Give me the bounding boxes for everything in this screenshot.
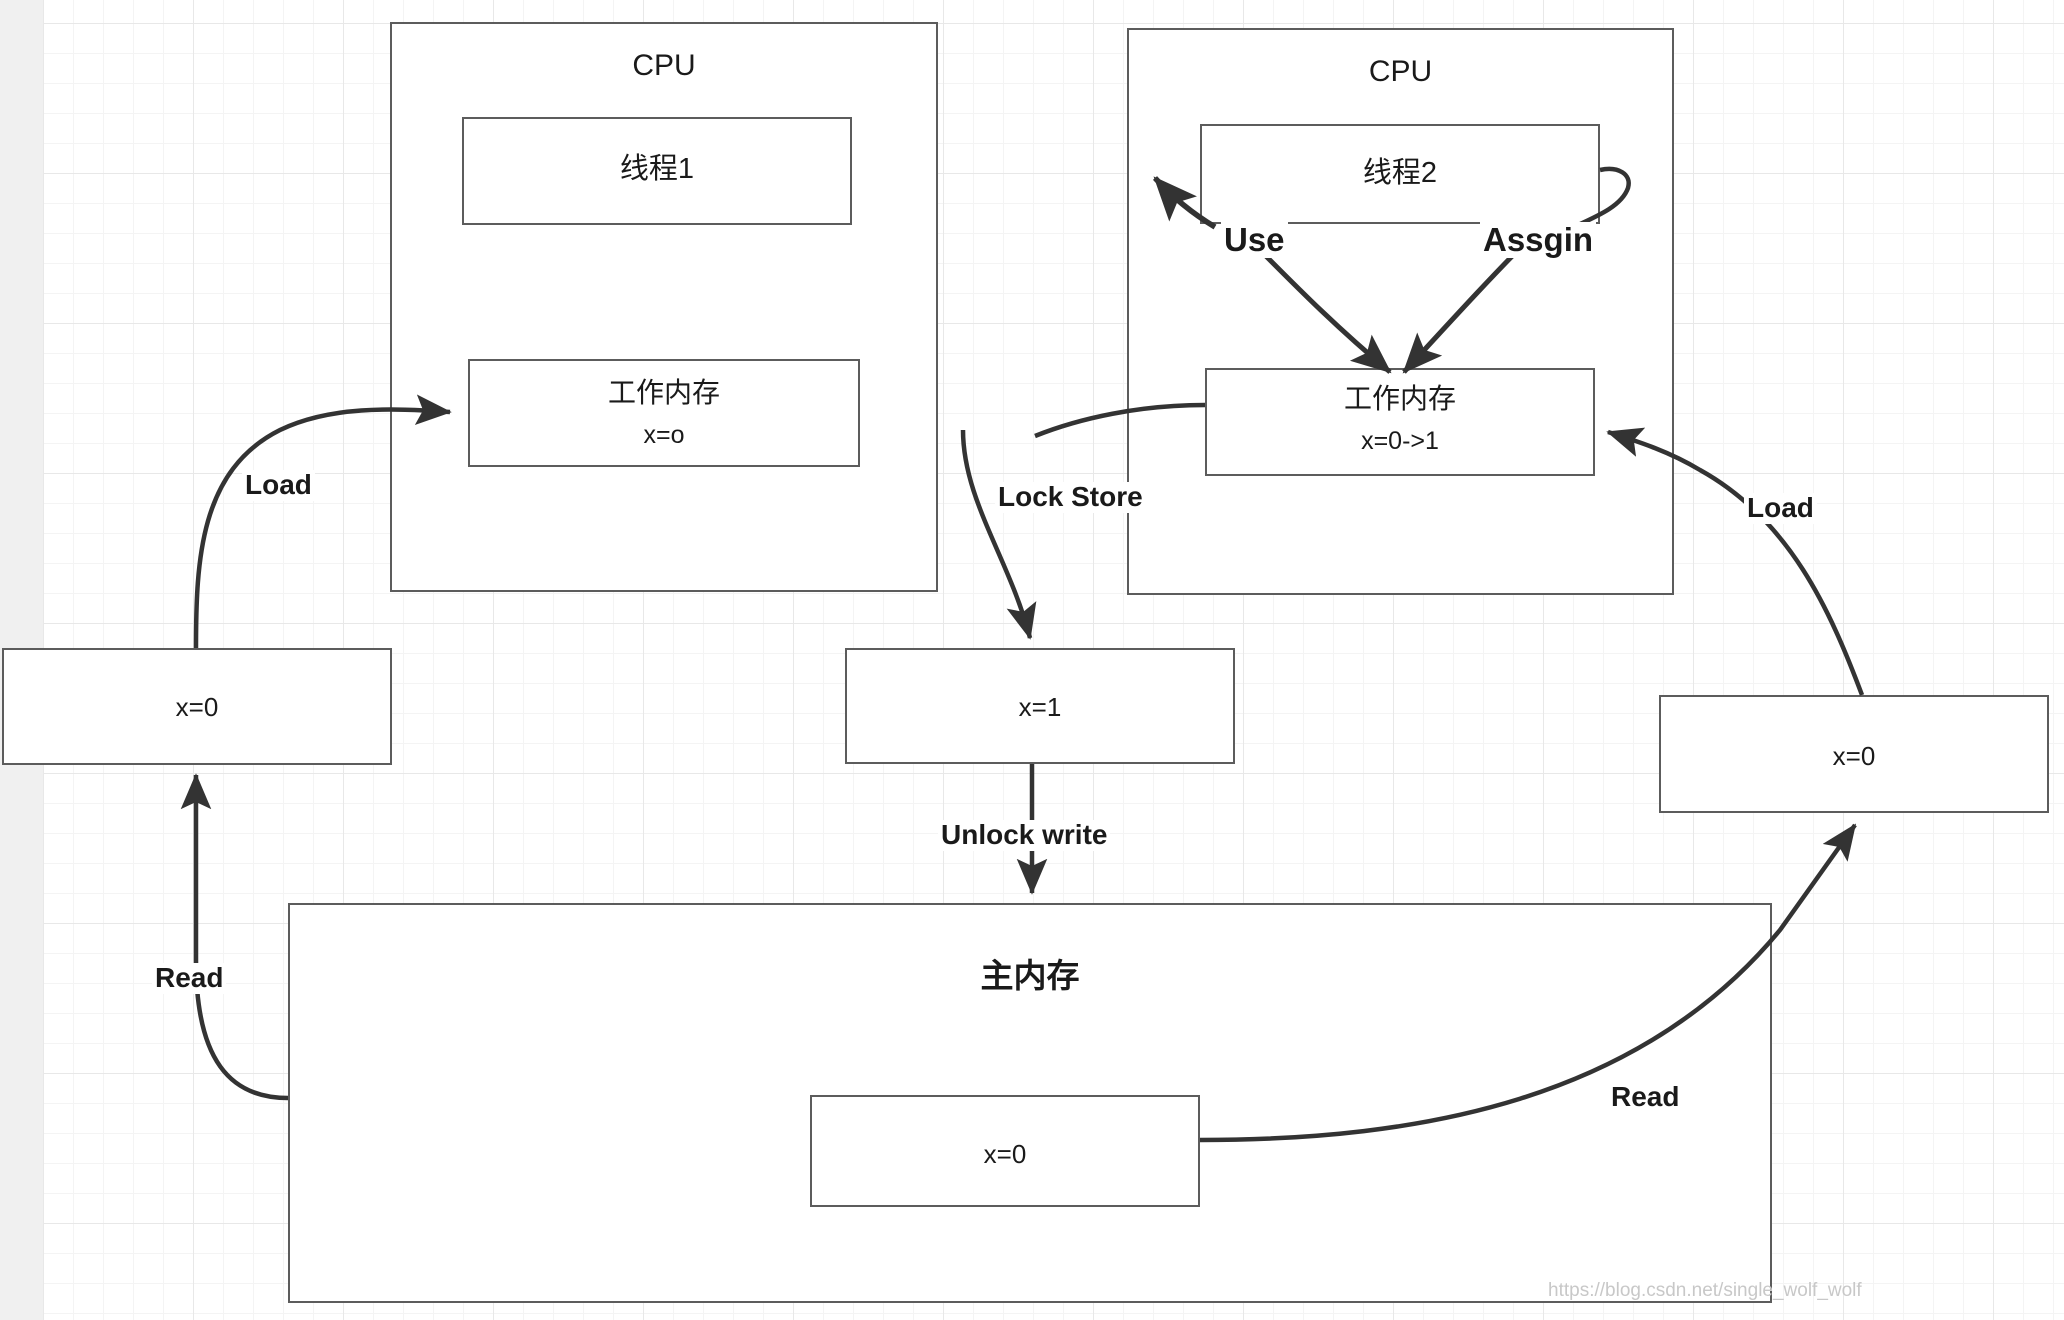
edge-label-read-right: Read (1608, 1081, 1683, 1113)
thread1-box (462, 117, 852, 225)
cache-box-left-value: x=0 (175, 692, 219, 722)
edge-label-load-right: Load (1744, 492, 1817, 524)
working-memory-left-box (468, 359, 860, 467)
edge-label-load-left: Load (242, 469, 315, 501)
working-memory-right-value: x=0->1 (1361, 427, 1439, 455)
cache-box-center-value: x=1 (1018, 692, 1062, 722)
cpu-right-box (1127, 28, 1674, 595)
watermark: https://blog.csdn.net/single_wolf_wolf (1548, 1280, 1862, 1301)
edge-label-unlock-write: Unlock write (938, 819, 1111, 851)
thread2-box (1200, 124, 1600, 224)
cpu-right-label: CPU (1368, 55, 1433, 88)
cache-box-center (845, 648, 1235, 764)
main-memory-cell-value: x=0 (983, 1139, 1027, 1169)
working-memory-right-title: 工作内存 (1343, 383, 1456, 414)
thread2-label: 线程2 (1362, 157, 1438, 189)
cache-box-left (2, 648, 392, 765)
thread1-label: 线程1 (619, 153, 695, 185)
cache-box-right-value: x=0 (1832, 741, 1876, 771)
edge-label-read-left: Read (152, 962, 227, 994)
working-memory-left-title: 工作内存 (607, 377, 720, 408)
cpu-left-label: CPU (632, 49, 696, 82)
cpu-left-box (390, 22, 938, 592)
edge-label-assgin: Assgin (1480, 221, 1597, 259)
cache-box-right (1659, 695, 2049, 813)
edge-label-lock-store: Lock Store (995, 481, 1146, 513)
working-memory-left-value: x=o (643, 421, 685, 449)
working-memory-right-box (1205, 368, 1595, 476)
edge-label-use: Use (1221, 221, 1288, 259)
main-memory-label: 主内存 (980, 957, 1080, 994)
main-memory-cell-box (810, 1095, 1200, 1207)
